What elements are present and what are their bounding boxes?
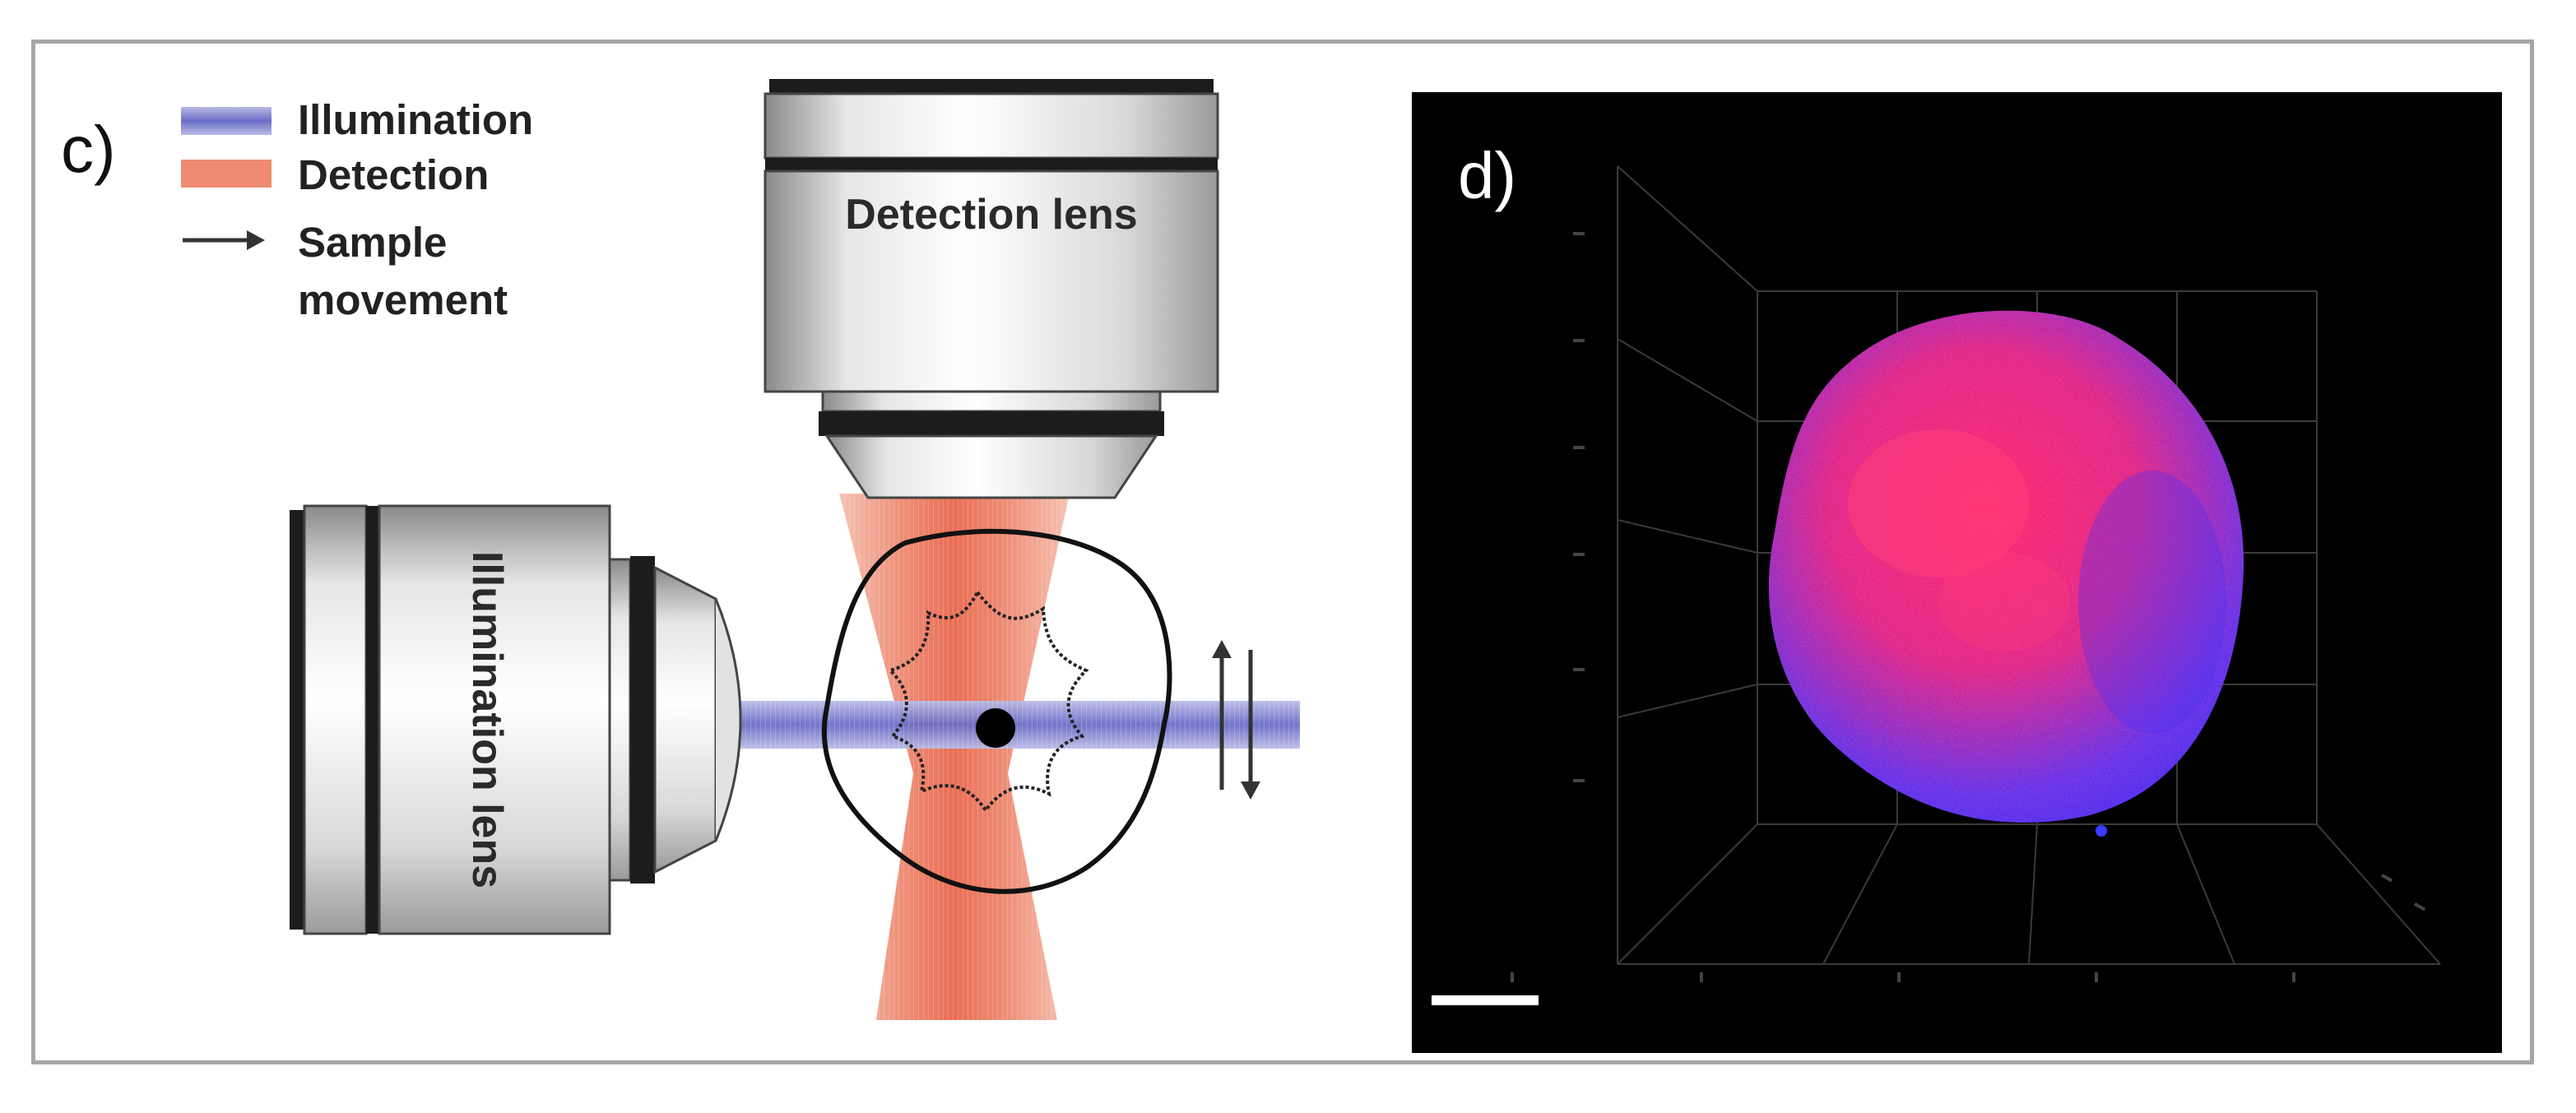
volume-render (1432, 165, 2441, 1005)
detection-lens: Detection lens (764, 79, 1219, 499)
panel-label-c: c) (61, 113, 116, 186)
illumination-lens: Illumination lens (290, 504, 742, 935)
legend-illumination-swatch (181, 107, 272, 135)
illumination-lens-label: Illumination lens (463, 551, 511, 888)
legend-sample-movement-label-1: Sample (298, 219, 447, 266)
sample-holder-outline (821, 528, 1172, 894)
panel-label-d: d) (1458, 139, 1517, 212)
specimen-outline (887, 589, 1089, 814)
legend-sample-movement-label-2: movement (298, 276, 508, 323)
focal-point (976, 708, 1015, 748)
detection-lens-label: Detection lens (845, 191, 1137, 239)
spheroid (1768, 310, 2244, 837)
legend-detection-label: Detection (298, 151, 489, 198)
scale-bar (1432, 995, 1539, 1005)
legend: Illumination Detection Sample movement (181, 96, 533, 323)
axis-ticks (1511, 232, 2426, 982)
legend-arrow-icon (183, 230, 265, 250)
legend-illumination-label: Illumination (298, 96, 533, 143)
legend-detection-swatch (181, 160, 272, 188)
sample-movement-arrows-icon (1212, 640, 1260, 800)
volume-render-panel (1412, 92, 2502, 1053)
